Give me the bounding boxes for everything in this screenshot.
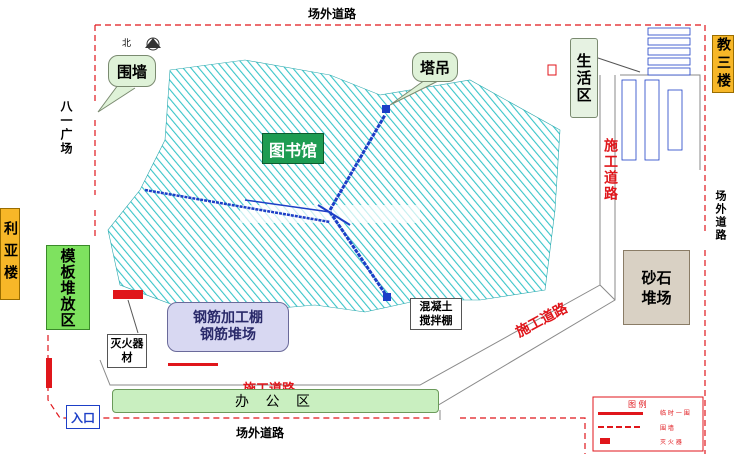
fire-equipment-label: 灭火器材 <box>107 334 147 368</box>
tower-crane <box>144 105 391 301</box>
liya-building: 利亚楼 <box>0 208 20 300</box>
formwork-stack-area: 模板堆放区 <box>46 245 90 330</box>
entrance-label[interactable]: 入口 <box>66 405 100 429</box>
road-label-top: 场外道路 <box>308 7 357 21</box>
crane-callout: 塔吊 <box>412 52 458 82</box>
sand-gravel-yard: 砂石 堆场 <box>623 250 690 325</box>
fence-callout-tail <box>97 84 136 113</box>
legend-item-3: 灭 火 器 <box>660 439 682 446</box>
living-buildings <box>621 27 691 161</box>
compass-icon <box>145 37 161 51</box>
construction-road-right: 施工道路 <box>602 138 618 202</box>
legend-box <box>592 396 704 452</box>
living-area-label: 生活区 <box>570 38 598 118</box>
construction-road-outline <box>99 75 616 420</box>
rebar-shed: 钢筋加工棚 钢筋堆场 <box>167 302 289 352</box>
living-pointer <box>597 57 641 73</box>
site-boundary <box>94 24 705 240</box>
office-area: 办 公 区 <box>112 389 439 413</box>
library-footprint <box>107 59 561 316</box>
fire-extinguisher-marks <box>46 64 557 388</box>
library-label: 图书馆 <box>262 133 324 164</box>
concrete-mixing-shed: 混凝土 搅拌棚 <box>410 298 462 330</box>
road-label-right: 场外道路 <box>714 190 727 242</box>
crane-callout-tail <box>389 79 441 106</box>
plaza-label-left: 八一广场 <box>59 100 73 156</box>
legend-item-1: 临 时 一 围 <box>660 410 690 417</box>
legend-item-2: 围 墙 <box>660 425 674 432</box>
fence-callout: 围墙 <box>108 55 156 87</box>
north-label: 北 <box>122 39 132 49</box>
road-label-bottom: 场外道路 <box>236 426 285 440</box>
fire-pointer <box>127 299 139 334</box>
teaching-building-3: 教三楼 <box>712 35 734 93</box>
legend-title: 图 例 <box>628 400 647 409</box>
